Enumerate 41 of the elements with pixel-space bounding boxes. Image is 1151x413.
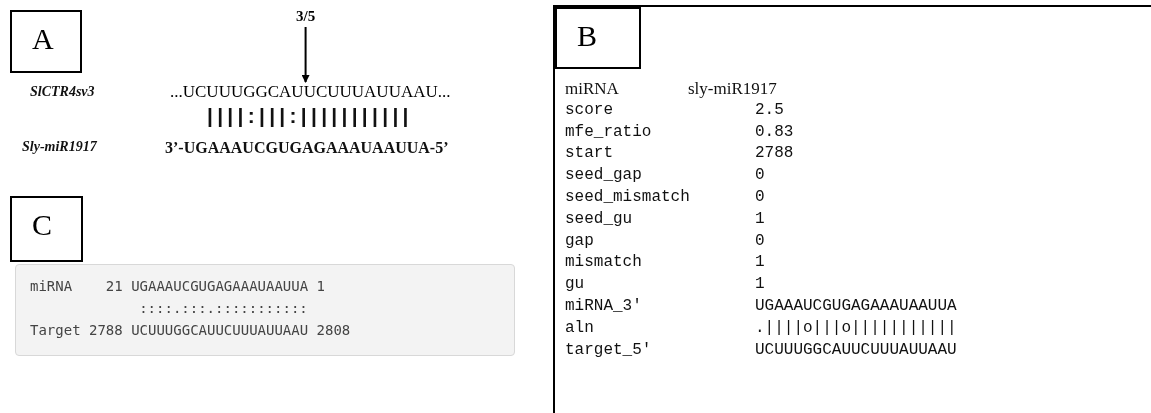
field-value: .||||o|||o||||||||||| [755, 318, 957, 337]
field-name: start [565, 144, 613, 163]
alignment-panel [15, 264, 515, 356]
field-value: sly-miR1917 [688, 79, 777, 99]
panel-letter-box: A [10, 10, 82, 73]
field-name: mfe_ratio [565, 122, 652, 141]
field-name: miRNA [565, 79, 619, 99]
field-value: 0.83 [755, 122, 794, 141]
field-name: seed_gap [565, 166, 642, 185]
field-name: seed_gu [565, 209, 633, 228]
field-name: mismatch [565, 253, 642, 272]
alignment-marks: ::::.:::.::::::::::: [139, 301, 308, 315]
field-value: 1 [755, 209, 765, 228]
field-name: aln [565, 318, 594, 337]
field-value: 2.5 [755, 100, 784, 119]
sequence-name: SlCTR4sv3 [30, 84, 95, 100]
panel-letter-box: B [555, 7, 641, 69]
field-value: 0 [755, 188, 765, 206]
field-value: 0 [755, 231, 765, 250]
field-name: gap [565, 231, 594, 250]
alignment-line: Target 2788 UCUUUGGCAUUCUUUAUUAAU 2808 [30, 323, 351, 337]
field-name: target_5' [565, 340, 652, 359]
field-name: score [565, 100, 613, 119]
panel-letter-box: C [10, 196, 83, 262]
field-value: UGAAAUCGUGAGAAAUAAUUA [755, 297, 957, 315]
target-sequence: ...UCUUUGGCAUUCUUUAUUAAU... [170, 82, 451, 102]
field-name: seed_mismatch [565, 188, 690, 206]
arrow [301, 26, 310, 83]
field-name: gu [565, 275, 585, 294]
alignment-line: miRNA 21 UGAAAUCGUGAGAAAUAAUUA 1 [30, 279, 325, 293]
field-value: 2788 [755, 144, 794, 163]
field-name: miRNA_3' [565, 297, 642, 315]
position-label: 3/5 [296, 8, 316, 25]
field-value: 1 [755, 253, 765, 272]
pairing-marks: ||||:|||:||||||||||| [207, 104, 413, 128]
mirna-sequence: 3’-UGAAAUCGUGAGAAAUAAUUA-5’ [165, 139, 449, 157]
field-value: 0 [755, 166, 765, 185]
sequence-name: Sly-miR1917 [22, 139, 97, 155]
panel-frame [553, 5, 1151, 413]
field-value: 1 [755, 275, 765, 294]
field-value: UCUUUGGCAUUCUUUAUUAAU [755, 340, 957, 359]
